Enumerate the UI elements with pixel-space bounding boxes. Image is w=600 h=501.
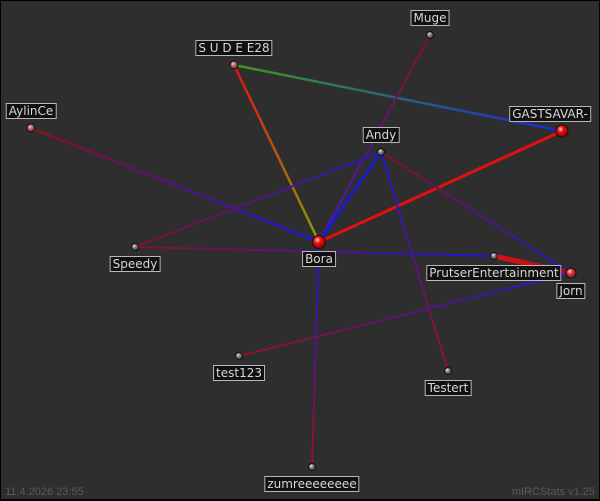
edge-gastsavar-bora: [318, 129, 563, 244]
generated-timestamp: 11.4.2026 23:55: [5, 486, 84, 498]
node-label-jorn: Jorn: [556, 283, 586, 299]
node-label-speedy: Speedy: [109, 256, 161, 272]
edge-andy-bora: [317, 151, 383, 243]
node-label-aylince: AylinCe: [5, 103, 57, 119]
node-test123: [235, 352, 243, 360]
edge-bora-zumre: [311, 241, 320, 468]
edge-andy-jorn: [380, 151, 572, 274]
node-jorn: [565, 267, 577, 279]
edge-sude-bora: [232, 64, 321, 243]
node-label-prutser: PrutserEntertainment: [426, 265, 562, 281]
node-label-bora: Bora: [302, 251, 336, 267]
node-muge: [426, 31, 434, 39]
edge-aylince-bora: [30, 126, 320, 244]
node-sude: [229, 60, 239, 70]
node-aylince: [26, 123, 36, 133]
edge-sude-gastsavar: [233, 63, 563, 133]
node-bora: [312, 235, 326, 249]
generator-credit: mIRCStats v1.25: [511, 486, 595, 498]
node-prutser: [490, 252, 498, 260]
node-label-testert: Testert: [424, 380, 472, 396]
node-label-sude: S U D E E28: [195, 40, 273, 56]
edge-andy-speedy: [134, 151, 382, 248]
node-zumre: [308, 463, 316, 471]
node-speedy: [131, 243, 139, 251]
node-label-muge: Muge: [410, 10, 450, 26]
node-label-zumre: zumreeeeeeee: [264, 476, 360, 492]
edge-andy-testert: [380, 151, 449, 372]
node-testert: [444, 367, 452, 375]
node-andy: [377, 148, 385, 156]
node-gastsavar: [555, 124, 569, 138]
node-label-andy: Andy: [362, 127, 400, 143]
node-label-gastsavar: GASTSAVAR-: [509, 106, 591, 122]
node-label-test123: test123: [213, 365, 265, 381]
edge-test123-jorn: [238, 272, 572, 357]
